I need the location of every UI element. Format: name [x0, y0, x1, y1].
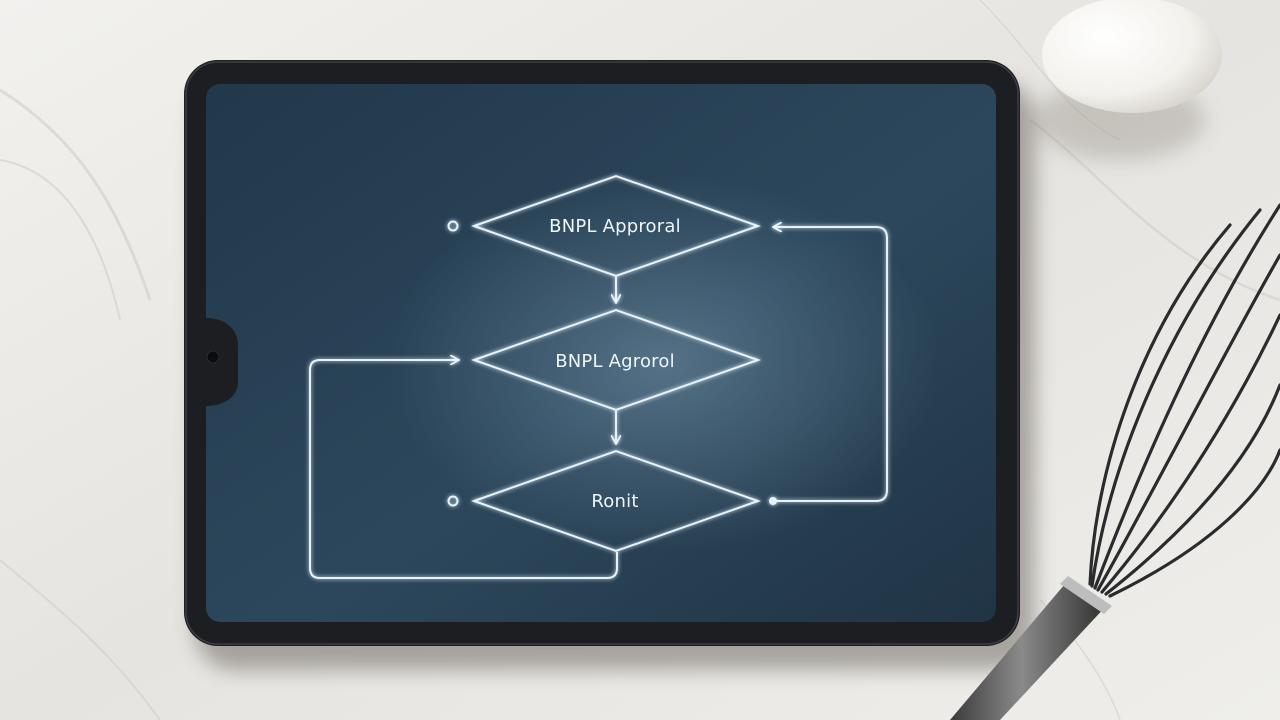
- decision-node-1-label: BNPL Approral: [549, 216, 681, 237]
- tablet-bezel-highlight: [185, 61, 1019, 645]
- flowchart: [309, 174, 888, 579]
- loop-start-dot: [769, 497, 777, 505]
- decision-node-3-label: Ronit: [591, 491, 638, 512]
- decision-node-3: [470, 449, 762, 553]
- decision-node-2-label: BNPL Agrorol: [555, 351, 675, 372]
- whisk-handle: [950, 578, 1108, 720]
- whisk-ferrule: [1060, 576, 1112, 614]
- entry-point-3: [447, 495, 459, 507]
- loop-left-connector: [309, 360, 618, 579]
- camera-notch: [206, 318, 238, 406]
- screen-glow: [206, 84, 996, 622]
- whisk-wires: [1088, 203, 1280, 598]
- loop-right-connector: [773, 227, 888, 502]
- whisk: [950, 203, 1280, 720]
- decision-node-1: [470, 174, 762, 278]
- decision-node-2: [470, 308, 762, 412]
- egg: [1042, 0, 1222, 113]
- camera-lens: [206, 350, 220, 364]
- entry-point-1: [447, 220, 459, 232]
